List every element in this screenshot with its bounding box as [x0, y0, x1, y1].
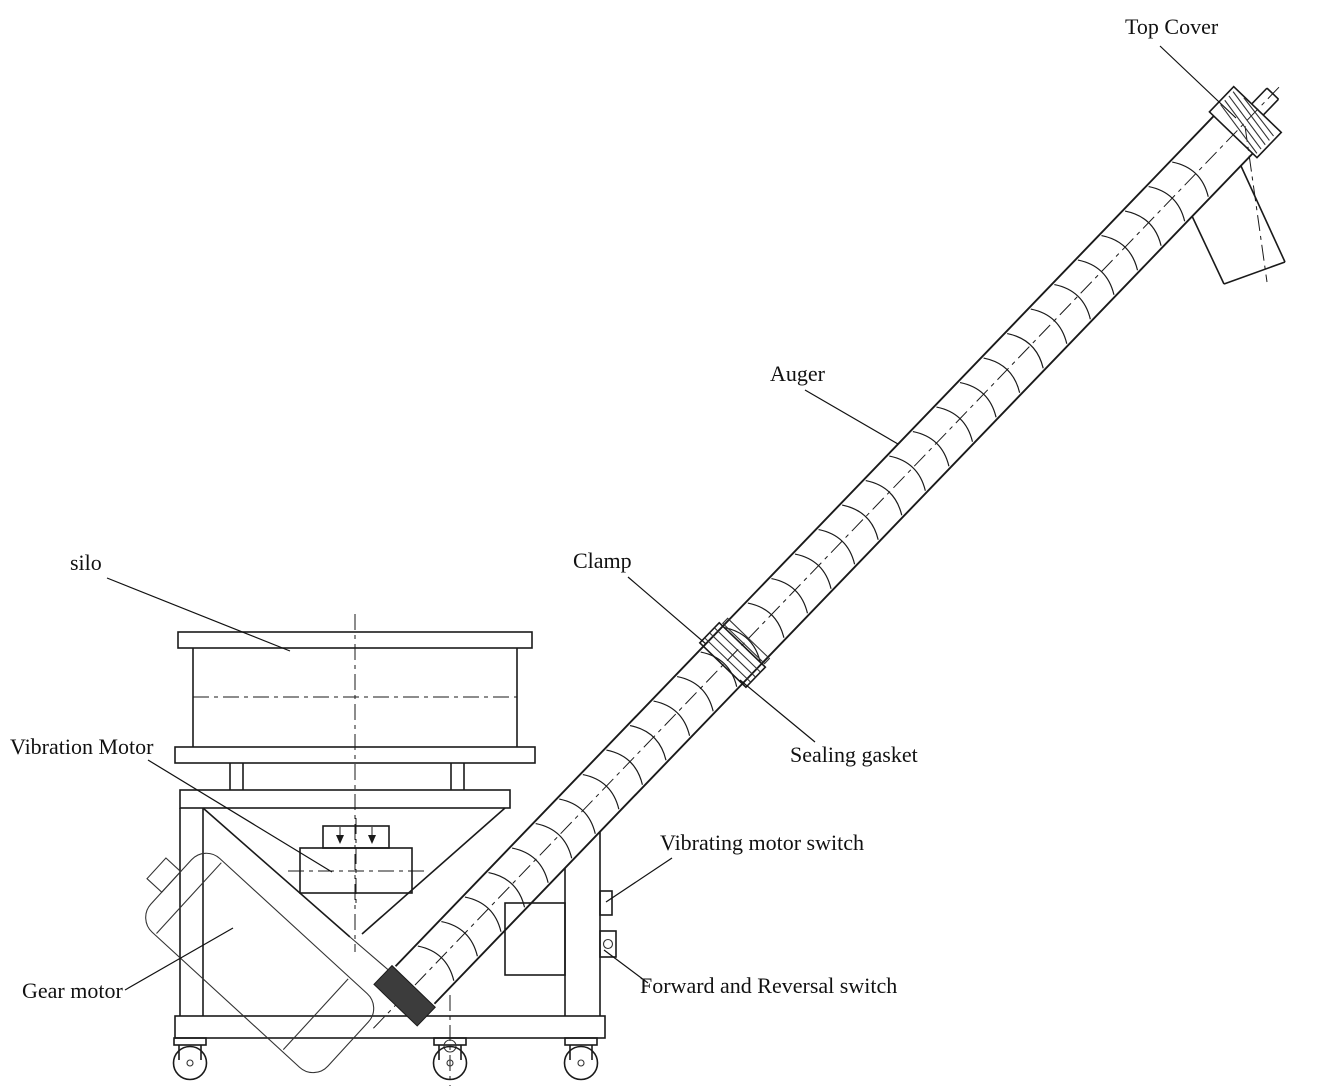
- top-cover-band: [1208, 85, 1283, 159]
- vibrating-motor-switch[interactable]: [599, 890, 613, 916]
- hatch-line: [1243, 97, 1274, 137]
- vibration-motor-mount: [322, 825, 390, 849]
- spout-side-left: [1191, 215, 1225, 285]
- auger-bottom-end-cap: [373, 964, 436, 1027]
- frame-bottom-rail: [174, 1015, 606, 1039]
- caster-hub: [186, 1059, 194, 1067]
- clamp-stripe: [713, 627, 761, 673]
- switch-post-assembly: [504, 832, 617, 1016]
- mount-bolt-arrow: [368, 835, 376, 844]
- caster-right: [563, 1037, 599, 1081]
- forward-reversal-switch-leader: [603, 949, 649, 984]
- caster-left: [172, 1037, 208, 1081]
- spout-outlet-edge: [1223, 261, 1286, 285]
- label-vibrating-motor-switch: Vibrating motor switch: [660, 830, 864, 855]
- sealing-gasket-ring: [721, 617, 771, 665]
- label-forward-reversal-switch: Forward and Reversal switch: [640, 973, 897, 998]
- spout-side-right: [1240, 165, 1286, 263]
- label-vibration-motor: Vibration Motor: [10, 734, 154, 759]
- caster-wheel: [432, 1045, 468, 1081]
- caster-wheel: [563, 1045, 599, 1081]
- caster-plate: [173, 1037, 207, 1046]
- mount-bolt-arrow: [336, 835, 344, 844]
- silo-leader: [106, 577, 291, 652]
- gear-motor: [145, 852, 375, 1074]
- hopper-wall-right: [361, 807, 506, 935]
- auger-tube-assembly: [373, 83, 1283, 1029]
- clamp-stripe: [704, 637, 752, 683]
- gear-motor-shaft: [146, 857, 182, 893]
- label-gear-motor: Gear motor: [22, 978, 123, 1003]
- silo-assembly: [174, 631, 536, 790]
- clamp-band: [698, 617, 771, 689]
- hatch-line: [1220, 104, 1258, 154]
- caster-swivel: [443, 1039, 457, 1053]
- spout-centerline: [1244, 125, 1268, 283]
- shaft-stub-end: [1266, 87, 1280, 100]
- gear-motor-leader: [124, 927, 234, 991]
- auger-tube-edge-upper: [394, 115, 1215, 967]
- top-cover-cap: [1208, 85, 1283, 159]
- label-sealing-gasket: Sealing gasket: [790, 742, 918, 767]
- clamp-stripe: [709, 632, 757, 678]
- label-silo: silo: [70, 550, 102, 575]
- top-cover-leader: [1159, 45, 1237, 119]
- frame: [174, 789, 606, 1039]
- sealing-gasket-leader: [739, 679, 816, 743]
- hatch-line: [1232, 91, 1270, 141]
- frame-top-plate: [179, 789, 511, 809]
- shaft-stub-edge: [1262, 98, 1280, 116]
- label-auger: Auger: [770, 361, 826, 386]
- forward-reversal-switch-knob[interactable]: [602, 938, 614, 950]
- auger-tube-edge-lower: [433, 152, 1254, 1005]
- vibration-motor: [299, 825, 413, 894]
- hatch-line: [1224, 99, 1262, 150]
- hatch-line: [1228, 95, 1266, 146]
- caster-hub: [577, 1059, 585, 1067]
- gear-motor-face-seam: [156, 862, 222, 934]
- label-top-cover: Top Cover: [1125, 14, 1219, 39]
- caster-hub: [446, 1059, 454, 1067]
- silo-top-flange: [177, 631, 533, 649]
- gear-motor-rear-seam: [282, 978, 349, 1051]
- forward-reversal-switch[interactable]: [599, 930, 617, 958]
- outlet-spout: [1191, 165, 1286, 285]
- auger-axis-centerline: [373, 83, 1283, 1029]
- caster-plate: [433, 1037, 467, 1046]
- caster-plate: [564, 1037, 598, 1046]
- shaft-stub-edge: [1251, 87, 1268, 105]
- caster-middle: [432, 1037, 468, 1081]
- vibration-motor-leader: [147, 759, 333, 873]
- label-clamp: Clamp: [573, 548, 632, 573]
- silo-bottom-flange: [174, 746, 536, 764]
- clamp-leader: [627, 576, 707, 645]
- caster-wheel: [172, 1045, 208, 1081]
- vibrating-motor-switch-leader: [605, 857, 673, 903]
- auger-leader: [804, 389, 899, 445]
- hopper-wall-left: [202, 807, 351, 938]
